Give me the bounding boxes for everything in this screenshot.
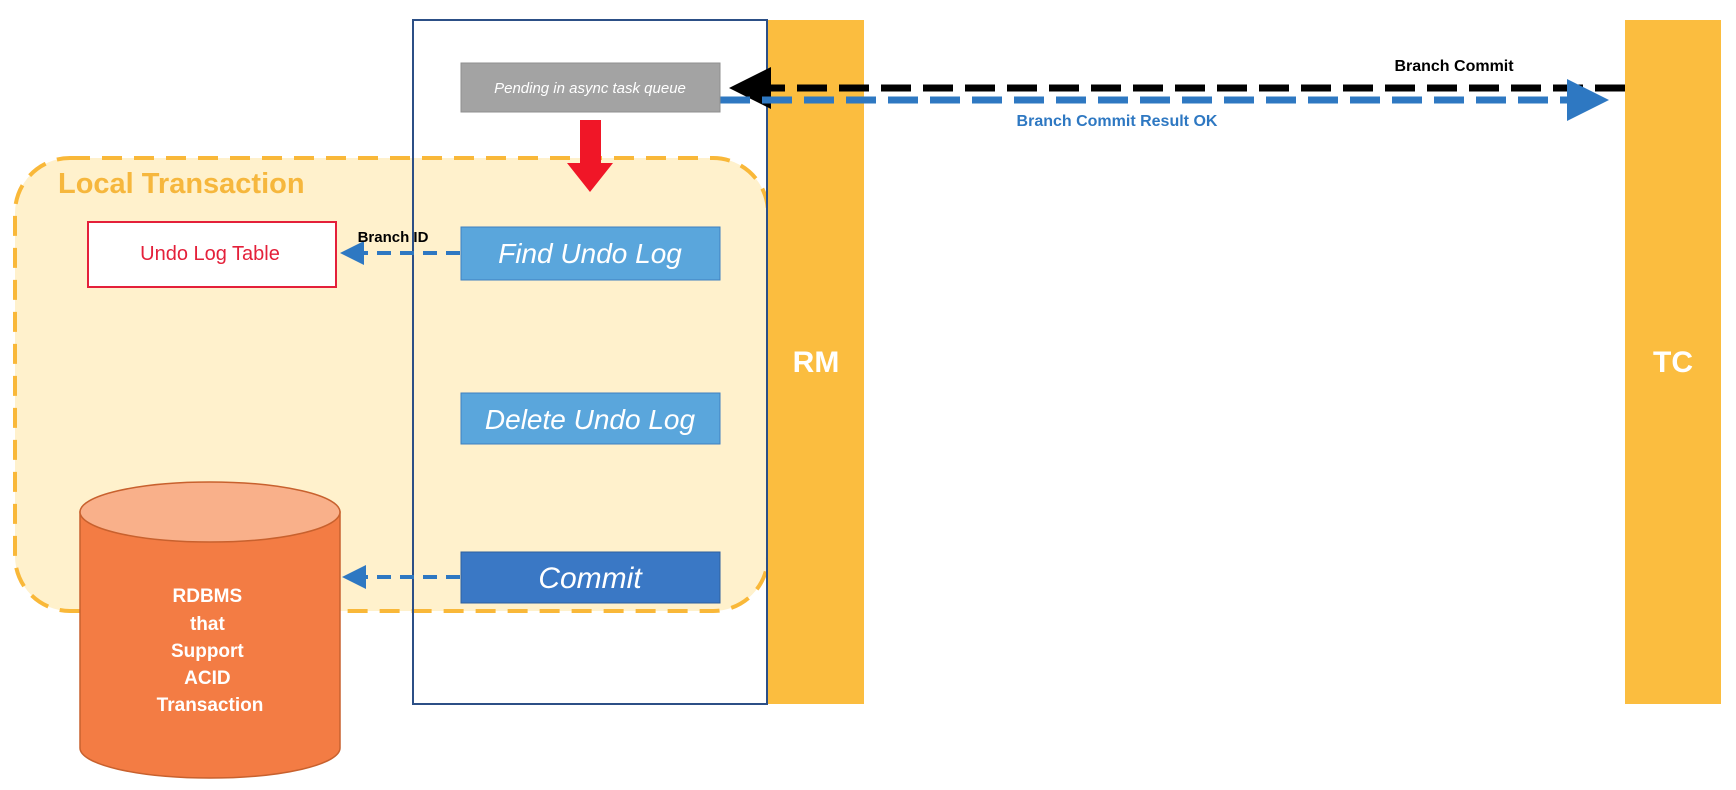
pending-queue-box <box>460 62 721 113</box>
rm-bar <box>768 20 864 704</box>
delete-undo-log-label: Delete Undo Log <box>485 404 696 435</box>
rdbms-line-2: that <box>190 614 226 635</box>
undo-log-table-label: Undo Log Table <box>140 243 280 265</box>
rdbms-label: RDBMS that Support ACID Transaction <box>157 586 264 716</box>
local-transaction-label: Local Transaction <box>58 168 305 200</box>
rdbms-line-3: Support <box>171 641 244 662</box>
pending-queue-label: Pending in async task queue <box>494 80 686 97</box>
branch-commit-result-label: Branch Commit Result OK <box>1017 113 1218 130</box>
delete-undo-log-box <box>460 392 721 445</box>
tc-bar <box>1625 20 1721 704</box>
commit-label: Commit <box>538 562 643 595</box>
rdbms-line-1: RDBMS <box>173 586 243 607</box>
tc-label: TC <box>1653 346 1693 379</box>
undo-log-table-box <box>87 221 337 288</box>
find-undo-log-box <box>460 226 721 281</box>
rm-label: RM <box>793 346 840 379</box>
rdbms-database-icon <box>79 481 341 779</box>
rdbms-line-5: Transaction <box>157 695 264 716</box>
commit-box <box>460 551 721 604</box>
red-down-arrow <box>567 120 613 192</box>
rdbms-line-4: ACID <box>184 668 230 689</box>
branch-commit-label: Branch Commit <box>1394 58 1514 75</box>
find-undo-log-label: Find Undo Log <box>498 238 682 269</box>
branch-id-label: Branch ID <box>358 229 429 246</box>
rm-frame <box>412 19 768 705</box>
